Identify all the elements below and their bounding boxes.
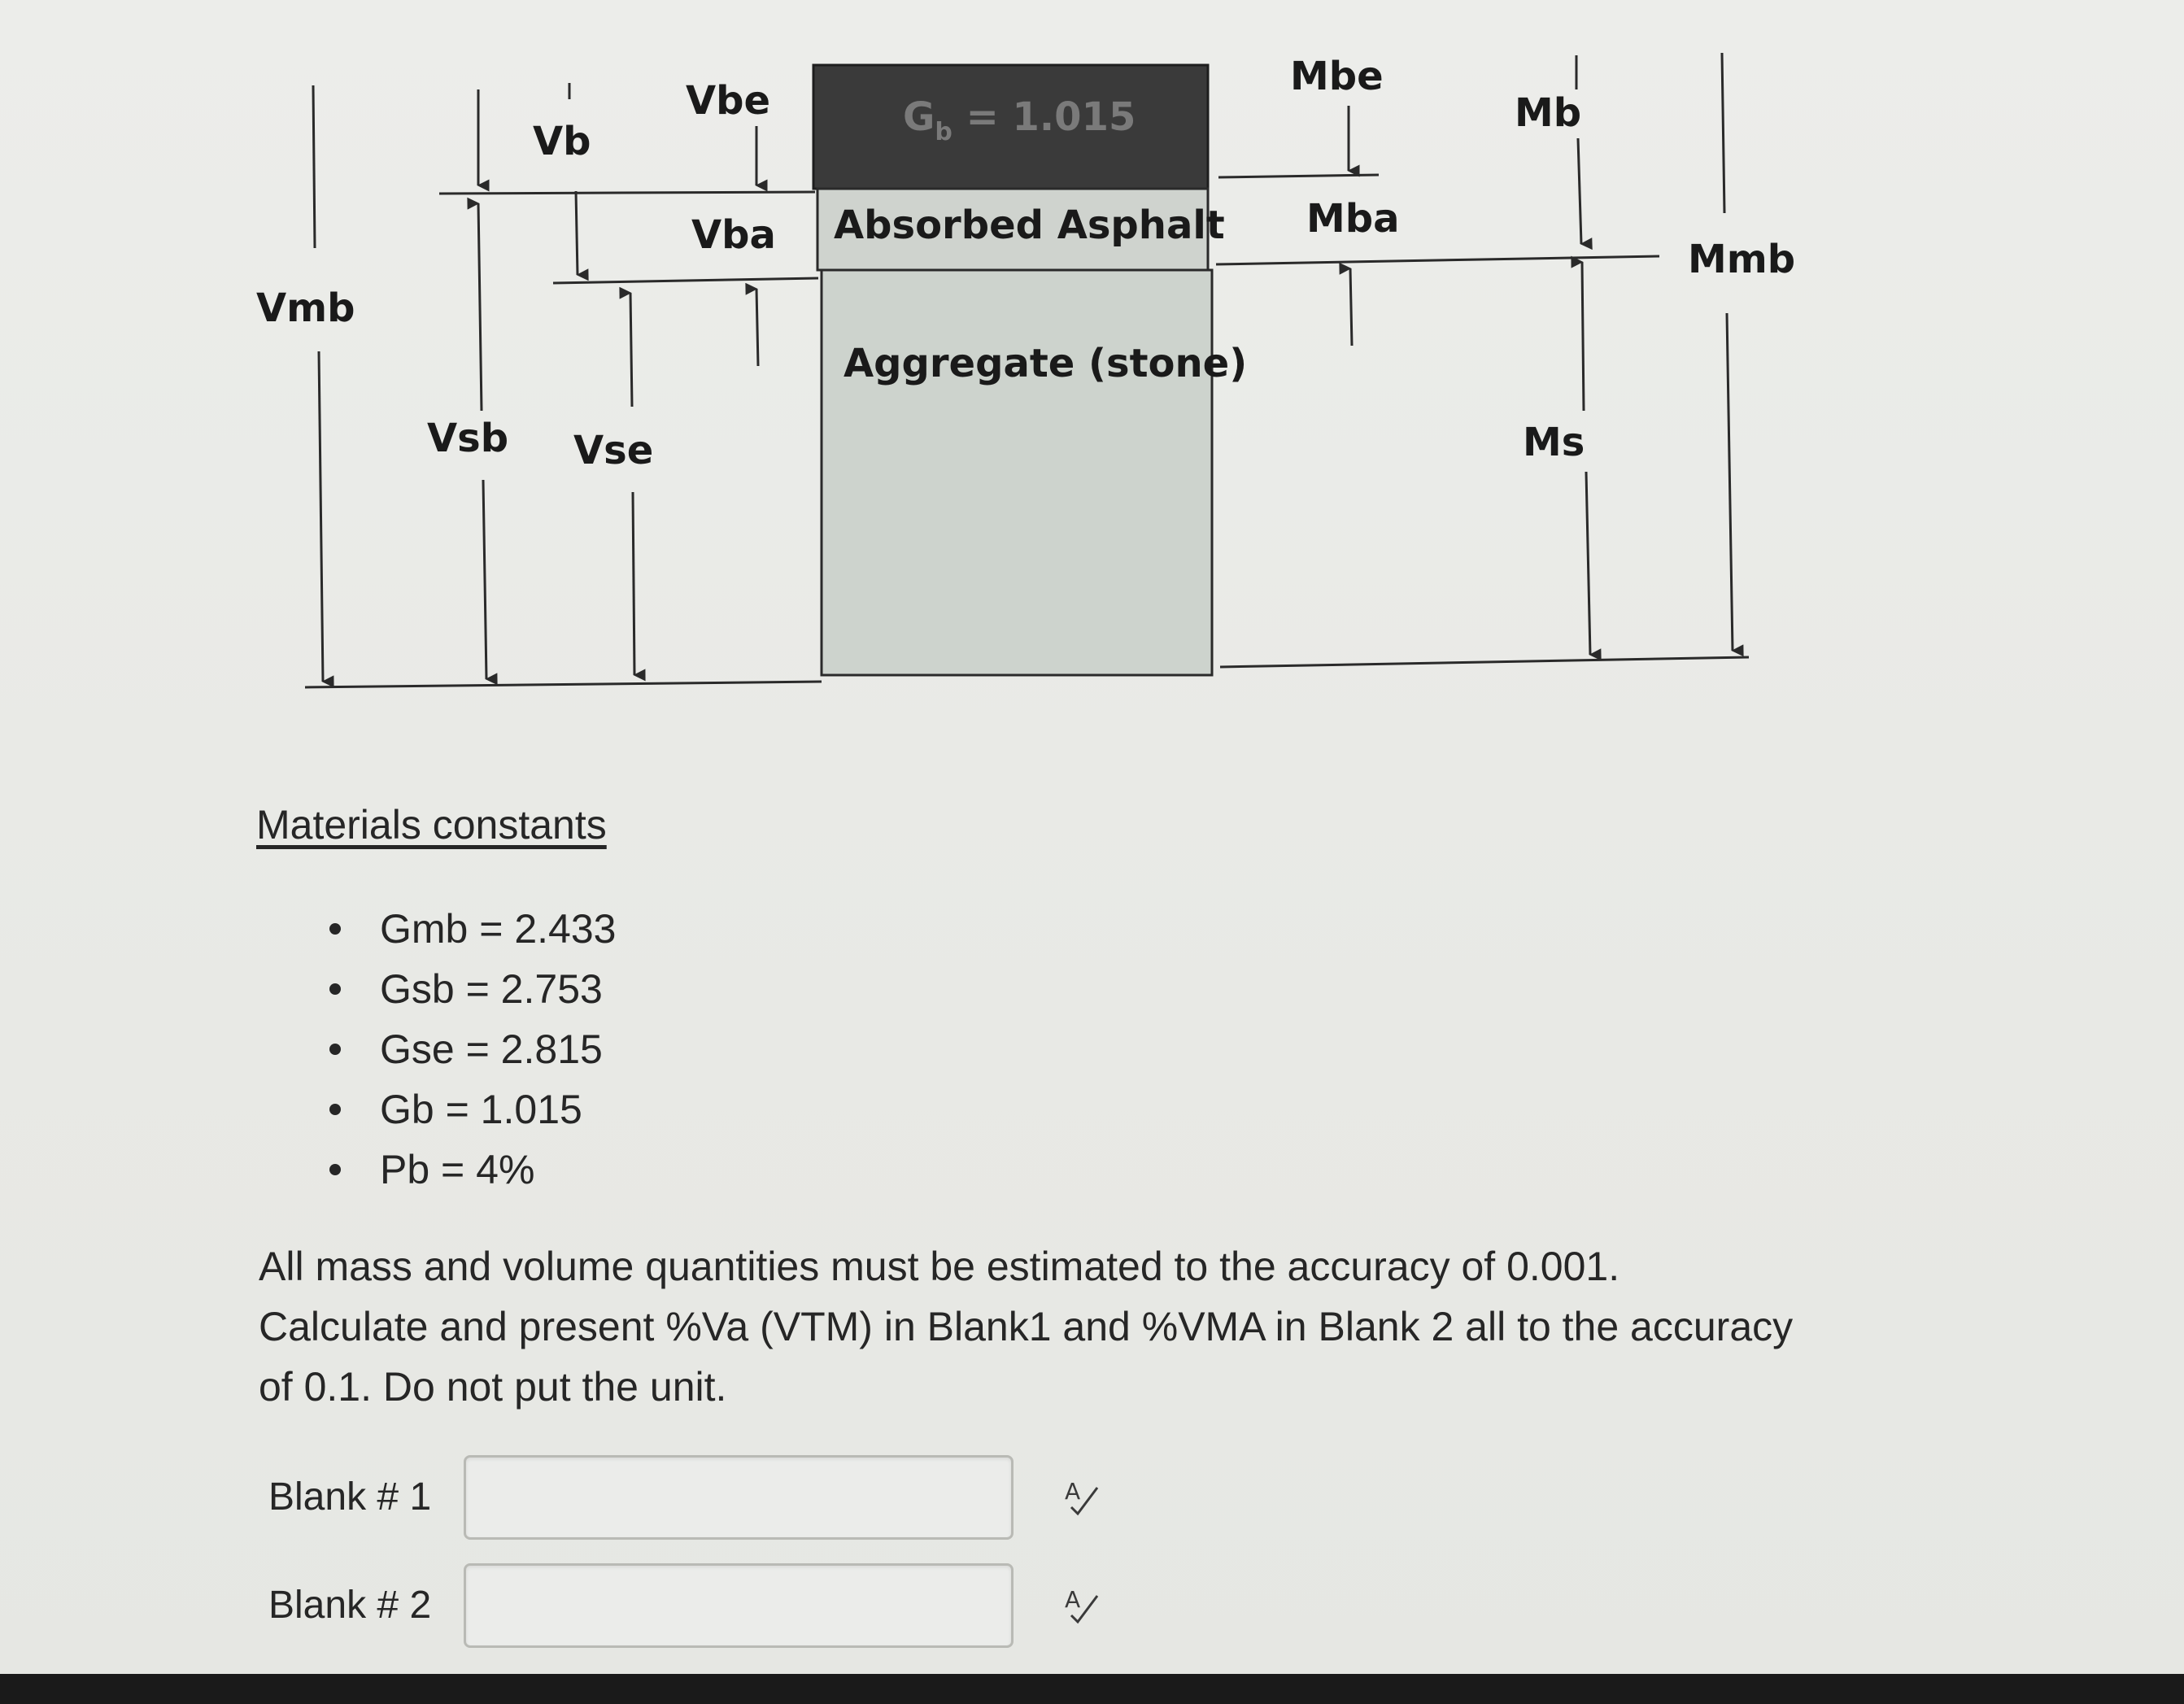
label-absorbed-asphalt: Absorbed Asphalt bbox=[834, 203, 1225, 248]
instructions-text: All mass and volume quantities must be e… bbox=[259, 1236, 1869, 1417]
svg-text:A: A bbox=[1065, 1478, 1080, 1505]
absorbed-asphalt-box bbox=[816, 187, 1210, 272]
label-vba: Vba bbox=[691, 212, 776, 258]
list-item: Pb = 4% bbox=[329, 1140, 616, 1200]
label-vse: Vse bbox=[573, 428, 653, 473]
mass-baseline bbox=[1219, 656, 1750, 669]
instructions-line: of 0.1. Do not put the unit. bbox=[259, 1364, 727, 1410]
label-vb: Vb bbox=[533, 119, 591, 164]
label-vmb: Vmb bbox=[256, 285, 355, 331]
blank-1-input[interactable] bbox=[464, 1454, 1014, 1540]
label-vsb: Vsb bbox=[427, 416, 508, 461]
constants-list: Gmb = 2.433 Gsb = 2.753 Gse = 2.815 Gb =… bbox=[329, 899, 616, 1200]
label-mb: Mb bbox=[1515, 90, 1581, 136]
blank-2-label: Blank # 2 bbox=[268, 1584, 432, 1627]
materials-constants-title: Materials constants bbox=[256, 802, 607, 848]
list-item: Gse = 2.815 bbox=[329, 1019, 616, 1079]
svg-text:A: A bbox=[1065, 1586, 1080, 1613]
spellcheck-icon[interactable]: A bbox=[1054, 1469, 1111, 1526]
phase-diagram: Vmb Vb Vbe Vba Vsb Vse Gb = 1.015 Absorb… bbox=[256, 52, 1795, 689]
instructions-line: All mass and volume quantities must be e… bbox=[259, 1244, 1620, 1289]
label-mba: Mba bbox=[1306, 196, 1400, 242]
list-item: Gb = 1.015 bbox=[329, 1079, 616, 1140]
label-ms: Ms bbox=[1523, 420, 1585, 465]
list-item: Gmb = 2.433 bbox=[329, 899, 616, 959]
bottom-bar bbox=[0, 1674, 2184, 1704]
blank-1-label: Blank # 1 bbox=[268, 1475, 432, 1519]
volume-baseline bbox=[304, 680, 822, 689]
label-mbe: Mbe bbox=[1290, 54, 1384, 99]
blank-row-1: Blank # 1 A bbox=[268, 1450, 1111, 1544]
label-mmb: Mmb bbox=[1688, 237, 1795, 282]
blank-row-2: Blank # 2 A bbox=[268, 1558, 1111, 1652]
binder-box bbox=[812, 63, 1210, 190]
label-aggregate: Aggregate (stone) bbox=[844, 341, 1247, 386]
aggregate-box bbox=[820, 268, 1214, 677]
list-item: Gsb = 2.753 bbox=[329, 959, 616, 1019]
label-vbe: Vbe bbox=[686, 78, 770, 124]
instructions-line: Calculate and present %Va (VTM) in Blank… bbox=[259, 1304, 1794, 1349]
spellcheck-icon[interactable]: A bbox=[1054, 1577, 1111, 1634]
blank-2-input[interactable] bbox=[464, 1562, 1014, 1648]
label-gb: Gb = 1.015 bbox=[903, 94, 1136, 146]
